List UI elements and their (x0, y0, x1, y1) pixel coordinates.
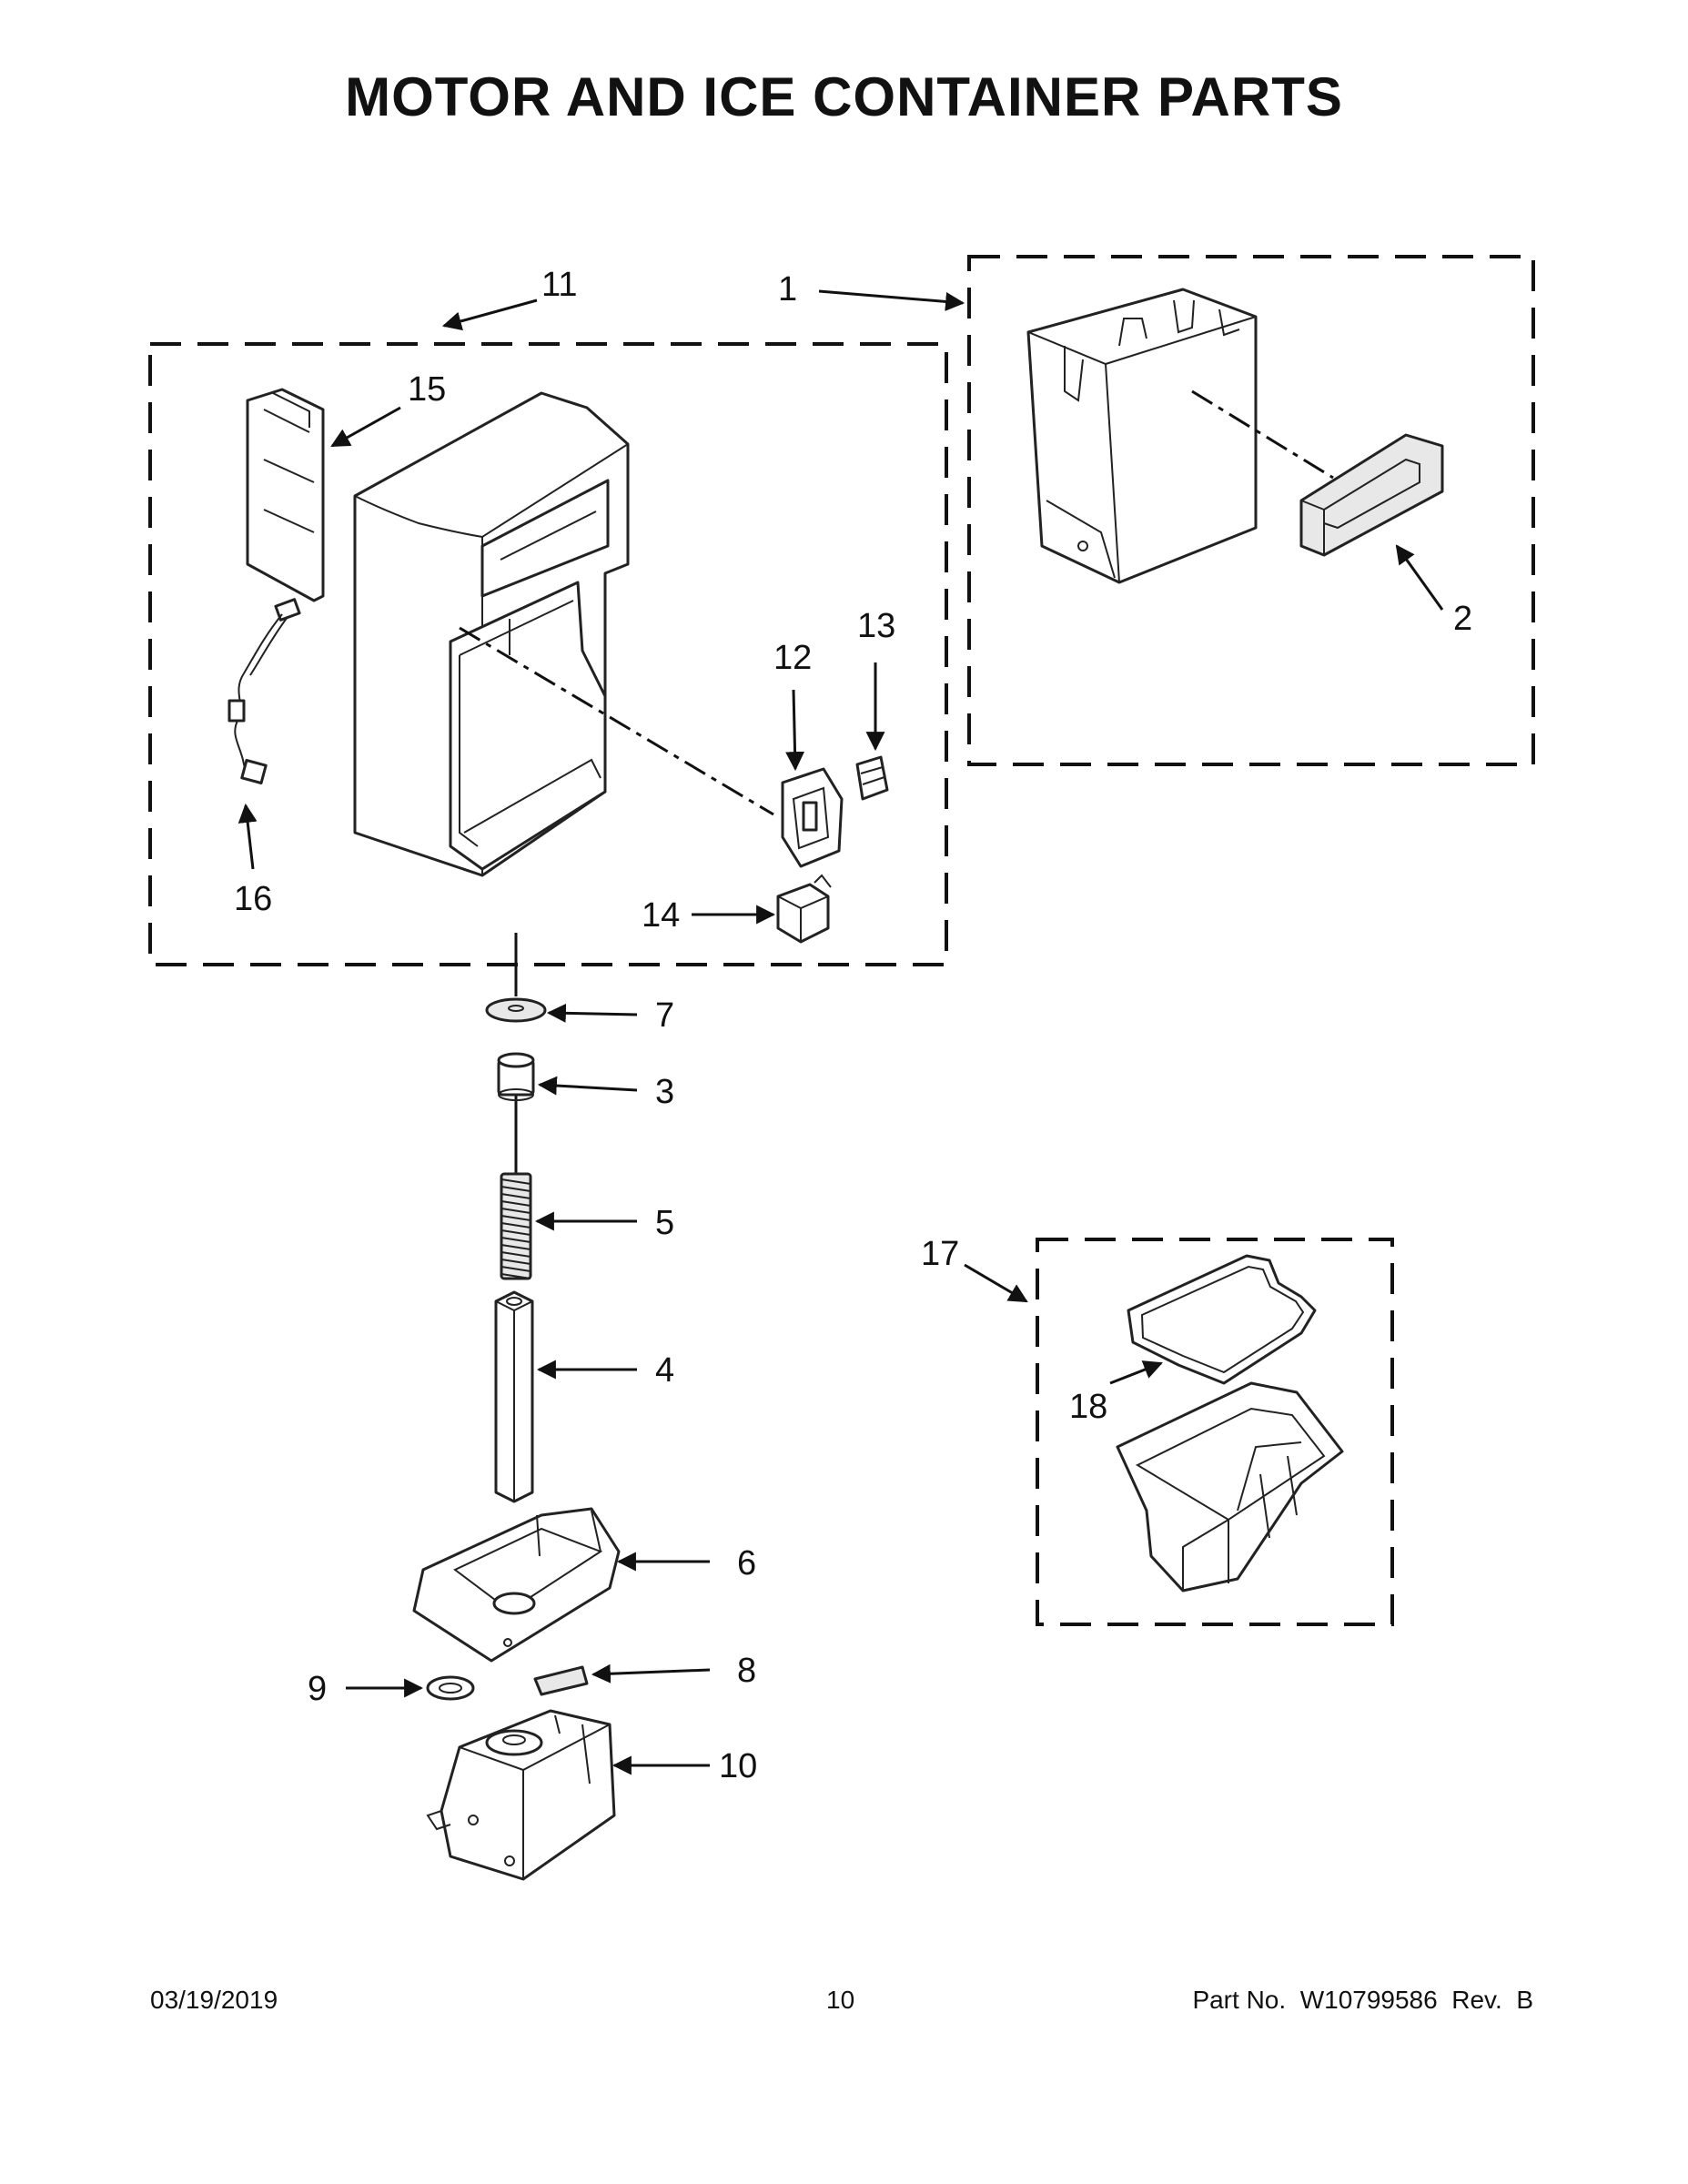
footer-page-number: 10 (826, 1986, 855, 2014)
callout-17: 17 (921, 1235, 959, 1273)
part-3-coupler (497, 1052, 535, 1101)
callout-14: 14 (642, 896, 680, 935)
callout-16: 16 (234, 880, 272, 918)
callout-2: 2 (1453, 600, 1472, 638)
callout-11: 11 (541, 266, 577, 304)
part-10-motor (426, 1709, 616, 1881)
part-17-container-tray (1116, 1381, 1344, 1592)
callout-13: 13 (857, 607, 895, 645)
callout-7: 7 (655, 996, 674, 1035)
part-11-dispenser-housing (353, 391, 630, 877)
assembly-chain-line (459, 626, 774, 816)
group-17-dashed-box (1036, 1238, 1394, 1626)
part-9-ring (426, 1675, 475, 1701)
part-18-gasket (1127, 1254, 1317, 1385)
page-title: MOTOR AND ICE CONTAINER PARTS (345, 66, 1343, 127)
part-8-bushing (533, 1665, 589, 1696)
callout-labels: 11 1 15 2 12 13 16 14 7 3 5 4 6 9 8 10 1… (234, 266, 1472, 1785)
bucket-chain-line (1191, 389, 1334, 480)
callout-9: 9 (308, 1670, 327, 1708)
part-12-switch-bracket (781, 767, 844, 868)
part-16-wire-harness (227, 598, 301, 785)
callout-6: 6 (737, 1544, 756, 1582)
callout-12: 12 (773, 639, 812, 677)
callout-3: 3 (655, 1073, 674, 1111)
group-11-dashed-box (148, 342, 948, 966)
callout-15: 15 (408, 370, 446, 409)
part-14-solenoid (776, 874, 832, 944)
part-6-motor-mount (412, 1507, 621, 1663)
leader-arrows (238, 289, 1444, 1775)
part-2-bucket-front (1299, 433, 1444, 557)
part-15-cover-panel (246, 388, 325, 602)
footer-date: 03/19/2019 (150, 1986, 278, 2014)
part-13-switch (855, 755, 889, 801)
callout-5: 5 (655, 1204, 674, 1242)
callout-1: 1 (778, 270, 797, 308)
callout-10: 10 (719, 1747, 757, 1785)
footer-part-number: Part No. W10799586 Rev. B (1192, 1986, 1533, 2014)
part-1-ice-bucket (1026, 288, 1258, 584)
part-5-spring (500, 1172, 532, 1280)
group-1-dashed-box (967, 255, 1535, 766)
callout-18: 18 (1069, 1388, 1107, 1426)
callout-8: 8 (737, 1652, 756, 1690)
part-4-auger-shaft (494, 1290, 534, 1503)
callout-4: 4 (655, 1351, 674, 1390)
